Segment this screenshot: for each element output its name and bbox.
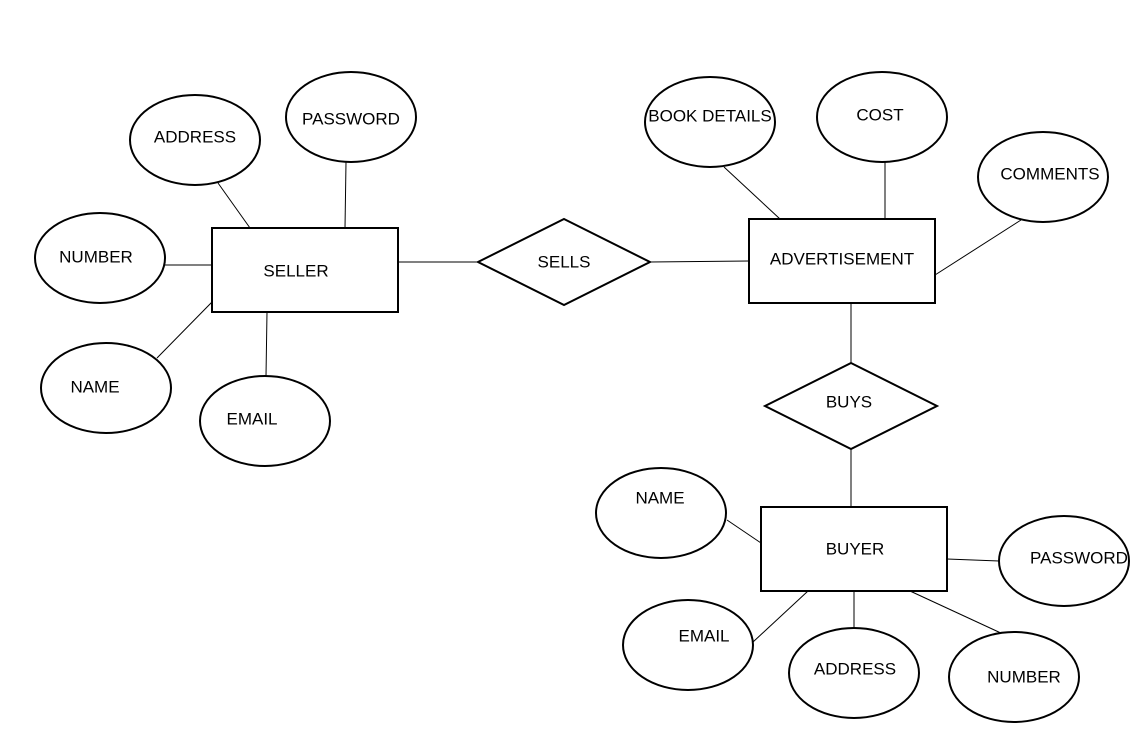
attribute-advertisement-comments: COMMENTS bbox=[977, 131, 1109, 223]
attribute-label: NAME bbox=[70, 377, 119, 396]
advertisement-comments-connector bbox=[934, 219, 1022, 276]
attribute-seller-email: EMAIL bbox=[199, 375, 331, 467]
buyer-number-connector bbox=[909, 590, 1004, 635]
connectors bbox=[156, 161, 1022, 643]
attribute-label: NAME bbox=[635, 488, 684, 507]
buyer-email-connector bbox=[752, 590, 809, 643]
attribute-buyer-name: NAME bbox=[595, 467, 727, 559]
relationship-sells: SELLS bbox=[475, 217, 653, 307]
attribute-label: COST bbox=[856, 105, 903, 124]
attribute-buyer-email: EMAIL bbox=[622, 599, 754, 691]
sells-advertisement-connector bbox=[649, 260, 750, 263]
relationship-label: SELLS bbox=[538, 252, 591, 271]
attribute-buyer-password: PASSWORD bbox=[998, 515, 1130, 607]
seller-email-connector bbox=[265, 311, 268, 377]
attribute-buyer-number: NUMBER bbox=[948, 631, 1080, 723]
seller-name-connector bbox=[156, 301, 213, 359]
attribute-seller-number: NUMBER bbox=[34, 212, 166, 304]
relationship-buys: BUYS bbox=[762, 361, 940, 451]
attribute-label: ADDRESS bbox=[154, 127, 236, 146]
entity-seller: SELLER bbox=[211, 227, 399, 313]
attribute-advertisement-book-details: BOOK DETAILS bbox=[644, 76, 776, 168]
buyer-name-connector bbox=[726, 519, 762, 544]
attribute-advertisement-cost: COST bbox=[816, 71, 948, 163]
attribute-label: NUMBER bbox=[987, 667, 1061, 686]
attribute-label: EMAIL bbox=[226, 409, 277, 428]
entity-label: SELLER bbox=[263, 261, 328, 280]
attribute-label: PASSWORD bbox=[302, 109, 400, 128]
attribute-label: PASSWORD bbox=[1030, 548, 1128, 567]
entity-label: BUYER bbox=[826, 539, 885, 558]
attribute-label: EMAIL bbox=[678, 626, 729, 645]
seller-address-connector bbox=[217, 182, 251, 229]
buyer-password-connector bbox=[946, 558, 1000, 562]
entity-advertisement: ADVERTISEMENT bbox=[748, 218, 936, 304]
attribute-buyer-address: ADDRESS bbox=[788, 627, 920, 719]
attribute-seller-name: NAME bbox=[40, 342, 172, 434]
entity-buyer: BUYER bbox=[760, 506, 948, 592]
attribute-label: COMMENTS bbox=[1000, 164, 1099, 183]
attribute-label: BOOK DETAILS bbox=[648, 106, 771, 125]
seller-password-connector bbox=[344, 161, 347, 229]
advertisement-bookdetails-connector bbox=[723, 166, 781, 220]
attribute-label: ADDRESS bbox=[814, 659, 896, 678]
attribute-label: NUMBER bbox=[59, 247, 133, 266]
attribute-seller-password: PASSWORD bbox=[285, 71, 417, 163]
relationship-label: BUYS bbox=[826, 392, 872, 411]
attribute-seller-address: ADDRESS bbox=[129, 94, 261, 186]
entity-label: ADVERTISEMENT bbox=[770, 249, 914, 268]
